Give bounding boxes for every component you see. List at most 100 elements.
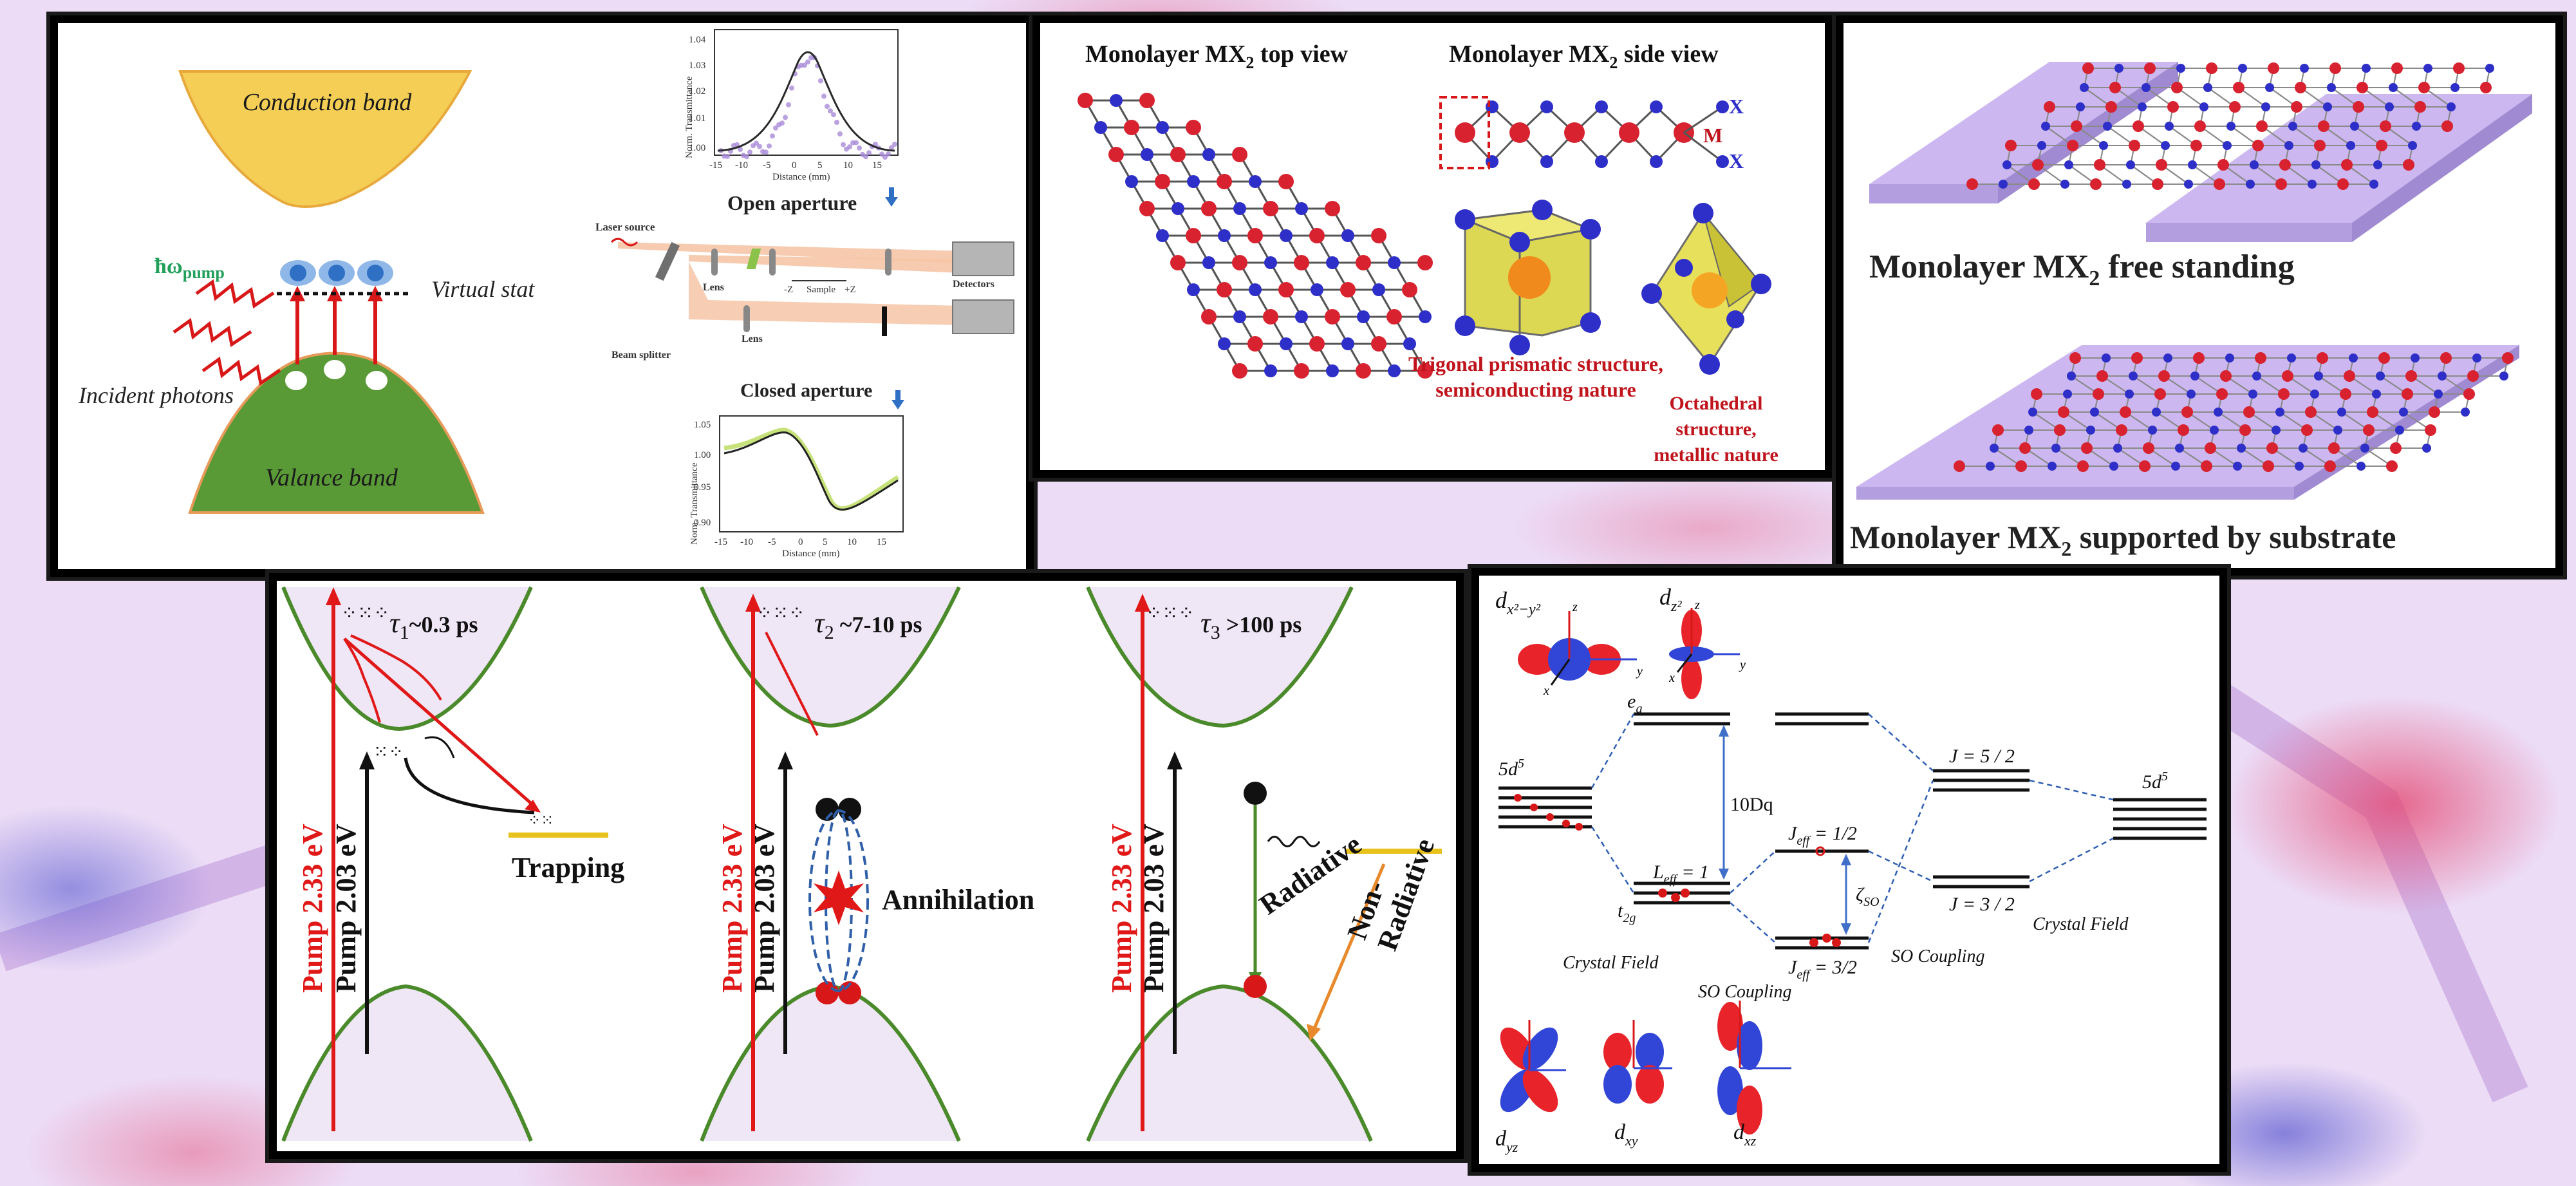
metal-atom (2275, 178, 2287, 190)
chalcogen-atom (2002, 160, 2011, 169)
chalcogen-atom (1264, 256, 1277, 269)
metal-atom (2367, 406, 2378, 418)
metal-atom (2363, 424, 2375, 436)
metal-atom (2081, 442, 2093, 454)
metal-atom (2190, 140, 2202, 151)
chalcogen-atom (2314, 372, 2323, 381)
chalcogen-atom (2327, 83, 2336, 92)
svg-text:1.05: 1.05 (694, 420, 711, 430)
svg-text:⁙⁘: ⁙⁘ (373, 742, 404, 762)
chalcogen-atom (2233, 462, 2242, 471)
dz2-orbital-icon (1669, 608, 1740, 699)
closed-aperture-plot: Norm. Transmittance 1.05 1.00 0.95 0.90 … (689, 415, 904, 559)
connector-lines (1591, 713, 2114, 943)
chalcogen-atom (1233, 202, 1246, 215)
pump-233-label: Pump 2.33 eV (297, 824, 328, 993)
chalcogen-atom (2284, 141, 2293, 150)
chalcogen-atom (1187, 283, 1200, 296)
chalcogen-atom (1986, 462, 1995, 471)
metal-atom (1386, 309, 1402, 325)
svg-text:1.00: 1.00 (689, 143, 705, 153)
metal-atom (2405, 370, 2417, 382)
svg-text:0.90: 0.90 (694, 518, 711, 528)
metal-atom (1309, 336, 1325, 352)
metal-atom (2463, 388, 2475, 400)
metal-atom (2205, 442, 2216, 454)
metal-atom (2090, 178, 2102, 190)
open-aperture-plot: Norm. Transmittance 1.04 1.03 1.02 1.01 … (684, 29, 899, 182)
chalcogen-atom (2238, 64, 2247, 73)
mx2-structure-panel: Monolayer MX2 top view Monolayer MX2 sid… (1029, 12, 1836, 482)
metal-atom (1954, 460, 1965, 472)
metal-atom (1371, 228, 1386, 243)
chalcogen-atom (2248, 390, 2257, 399)
dx2-y2-orbital-icon (1518, 611, 1637, 686)
chalcogen-atom (2422, 444, 2431, 453)
metal-atom (2201, 460, 2212, 472)
metal-atom (1992, 424, 2004, 436)
metal-atom (2019, 442, 2031, 454)
chalcogen-atom (2300, 64, 2309, 73)
svg-text:⁘⁙⁘: ⁘⁙⁘ (341, 603, 389, 624)
chalcogen-atom (1357, 310, 1370, 323)
metal-atom (2324, 460, 2336, 472)
metal-atom (2256, 120, 2268, 132)
svg-text:-Z: -Z (784, 285, 793, 295)
so-coupling-right-label: SO Coupling (1891, 946, 1984, 966)
svg-text:Distance (mm): Distance (mm) (772, 172, 830, 182)
hole (285, 371, 307, 390)
metal-atom (1170, 147, 1186, 162)
svg-text:Lens: Lens (703, 282, 724, 293)
chalcogen-atom (2310, 390, 2319, 399)
carrier-dynamics-panel: Pump 2.33 eV Pump 2.03 eV ⁘⁙⁘ ⁙⁘ ⁘⁙ Trap… (265, 569, 1468, 1163)
chalcogen-atom (1125, 175, 1138, 188)
metal-atom (2279, 159, 2291, 171)
chalcogen-atom (1249, 283, 1262, 296)
chalcogen-atom (1650, 100, 1663, 113)
side-view-chain (1455, 100, 1729, 168)
svg-text:Pump 2.03 eV: Pump 2.03 eV (1138, 824, 1170, 993)
chalcogen-atom (2048, 462, 2057, 471)
metal-atom (2015, 460, 2027, 472)
svg-text:-15: -15 (714, 537, 727, 547)
chalcogen-atom (1540, 155, 1553, 168)
svg-text:z: z (1694, 598, 1700, 612)
svg-text:1.04: 1.04 (689, 35, 706, 45)
metal-atom (2239, 424, 2251, 436)
dxz-orbital-icon (1717, 1001, 1791, 1134)
chalcogen-atom (2099, 141, 2108, 150)
chalcogen-atom (2288, 122, 2297, 131)
svg-text:10: 10 (847, 537, 857, 547)
hole (366, 371, 387, 390)
metal-atom (2467, 370, 2479, 382)
chalcogen-atom (2163, 353, 2172, 362)
jeff-threehalf-label: Jeff = 3/2 (1788, 957, 1857, 982)
chalcogen-atom (2461, 408, 2470, 417)
top-view-title: Monolayer MX2 top view (1085, 41, 1349, 72)
chalcogen-atom (2395, 426, 2404, 435)
electron-dots (1514, 794, 1841, 947)
svg-text:Norm. Transmittance: Norm. Transmittance (684, 76, 695, 158)
metal-atom (1294, 363, 1309, 379)
svg-text:-10: -10 (735, 160, 748, 171)
metal-atom (1509, 122, 1530, 143)
metal-atom (1619, 122, 1639, 143)
metal-atom (2194, 120, 2206, 132)
chalcogen-atom (2485, 64, 2494, 73)
metal-atom (1564, 122, 1585, 143)
svg-text:Laser source: Laser source (595, 221, 655, 233)
metal-atom (2154, 388, 2166, 400)
chalcogen-atom (1372, 283, 1385, 296)
svg-text:1.01: 1.01 (689, 113, 705, 124)
metal-atom (2301, 424, 2313, 436)
metal-atom (2453, 62, 2465, 74)
chalcogen-atom (1280, 229, 1293, 242)
supported-lattice (1954, 352, 2514, 472)
chalcogen-atom (2041, 122, 2050, 131)
valence-band-shape (188, 352, 485, 514)
metal-atom (2376, 140, 2387, 151)
trapping-label: Trapping (512, 852, 624, 883)
chalcogen-atom (1419, 310, 1432, 323)
chalcogen-atom (1249, 175, 1262, 188)
chalcogen-atom (2125, 390, 2134, 399)
